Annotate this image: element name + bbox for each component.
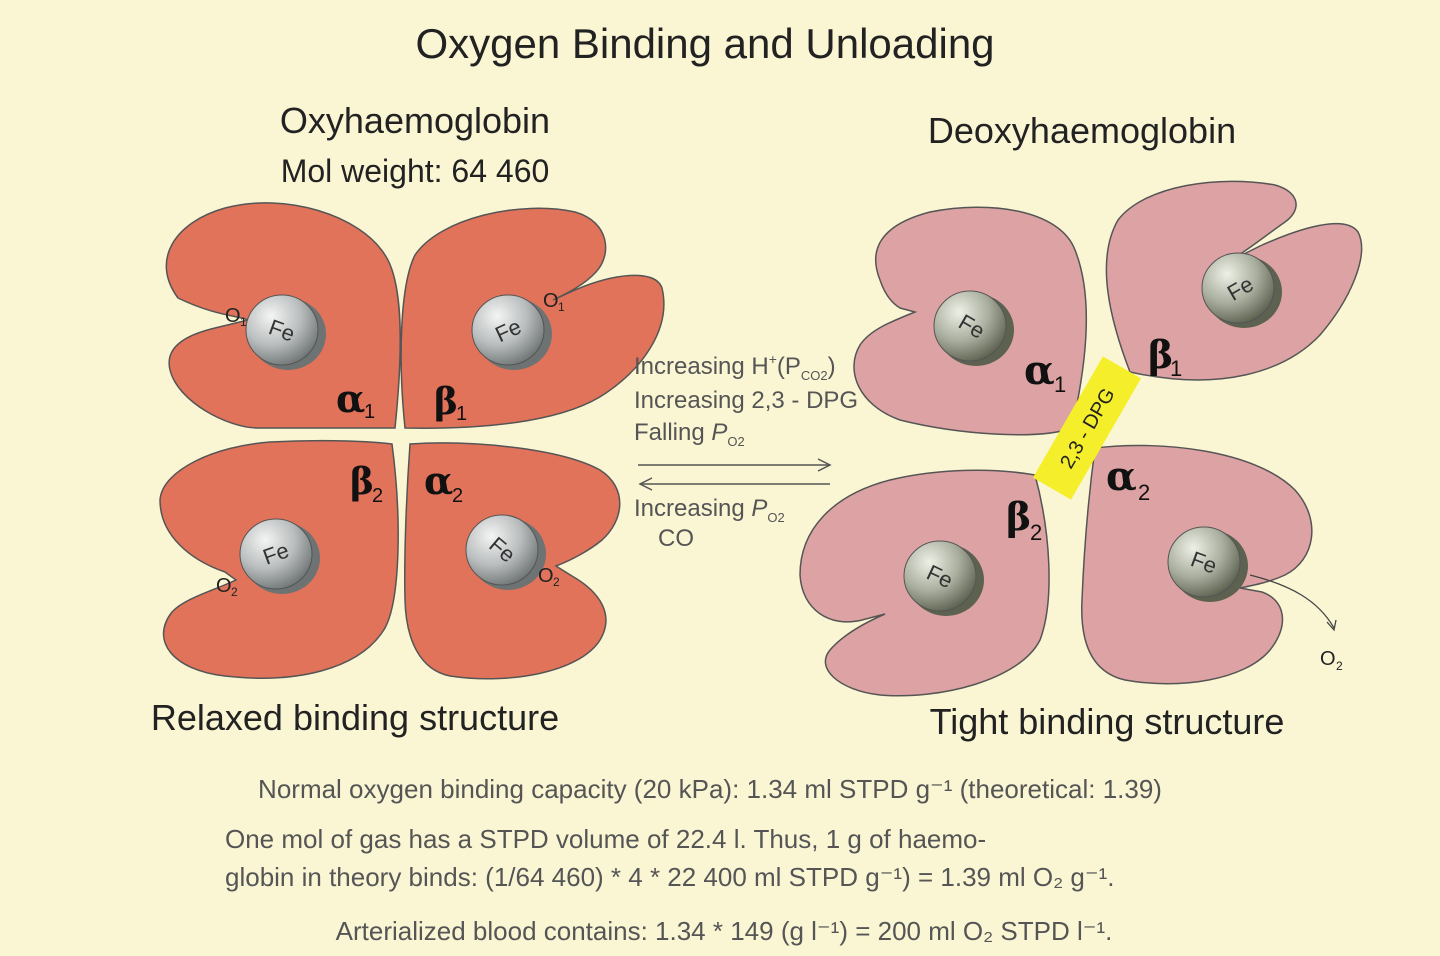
svg-text:2: 2 xyxy=(1336,659,1343,673)
mol-weight-label: Mol weight: 64 460 xyxy=(281,153,550,189)
svg-text:2: 2 xyxy=(1030,520,1042,545)
svg-text:1: 1 xyxy=(1170,356,1182,381)
svg-text:1: 1 xyxy=(240,315,247,329)
svg-text:Falling PO2: Falling PO2 xyxy=(634,419,745,449)
svg-text:α: α xyxy=(336,376,365,421)
svg-text:O: O xyxy=(225,305,241,327)
svg-text:2: 2 xyxy=(553,575,560,589)
svg-text:Increasing H+(PCO2): Increasing H+(PCO2) xyxy=(634,351,836,383)
svg-text:Increasing 2,3 - DPG: Increasing 2,3 - DPG xyxy=(634,387,858,414)
svg-text:CO: CO xyxy=(658,525,694,552)
svg-text:2: 2 xyxy=(1138,480,1150,505)
svg-text:O: O xyxy=(1320,648,1336,670)
svg-text:Increasing PO2: Increasing PO2 xyxy=(634,495,785,525)
svg-text:β: β xyxy=(434,381,458,423)
oxy-heading: Oxyhaemoglobin xyxy=(280,100,550,141)
svg-text:1: 1 xyxy=(1054,372,1066,397)
mol-volume-note-line2: globin in theory binds: (1/64 460) * 4 *… xyxy=(225,862,1114,892)
tight-caption: Tight binding structure xyxy=(930,701,1285,742)
svg-text:α: α xyxy=(1106,453,1137,500)
deoxy-heading: Deoxyhaemoglobin xyxy=(928,110,1236,151)
svg-text:β: β xyxy=(1006,494,1031,539)
arterial-blood-note: Arterialized blood contains: 1.34 * 149 … xyxy=(336,916,1113,946)
relaxed-caption: Relaxed binding structure xyxy=(151,697,559,738)
svg-text:O: O xyxy=(216,575,232,597)
equilibrium-arrows xyxy=(638,459,830,490)
forward-conditions: Increasing H+(PCO2) Increasing 2,3 - DPG… xyxy=(634,351,858,449)
svg-text:2: 2 xyxy=(452,485,463,507)
svg-text:1: 1 xyxy=(364,401,375,423)
svg-text:α: α xyxy=(1024,347,1055,394)
svg-text:O: O xyxy=(538,565,554,587)
reverse-conditions: Increasing PO2 CO xyxy=(634,495,785,552)
released-oxygen-label: O 2 xyxy=(1320,648,1343,673)
svg-text:O: O xyxy=(543,290,559,312)
svg-text:2: 2 xyxy=(372,485,383,507)
svg-text:1: 1 xyxy=(558,300,565,314)
binding-capacity-note: Normal oxygen binding capacity (20 kPa):… xyxy=(258,774,1162,804)
svg-text:α: α xyxy=(424,458,453,503)
svg-text:β: β xyxy=(350,461,374,503)
page-title: Oxygen Binding and Unloading xyxy=(415,20,994,67)
svg-text:1: 1 xyxy=(456,403,467,425)
mol-volume-note-line1: One mol of gas has a STPD volume of 22.4… xyxy=(225,824,986,854)
svg-text:2: 2 xyxy=(231,585,238,599)
